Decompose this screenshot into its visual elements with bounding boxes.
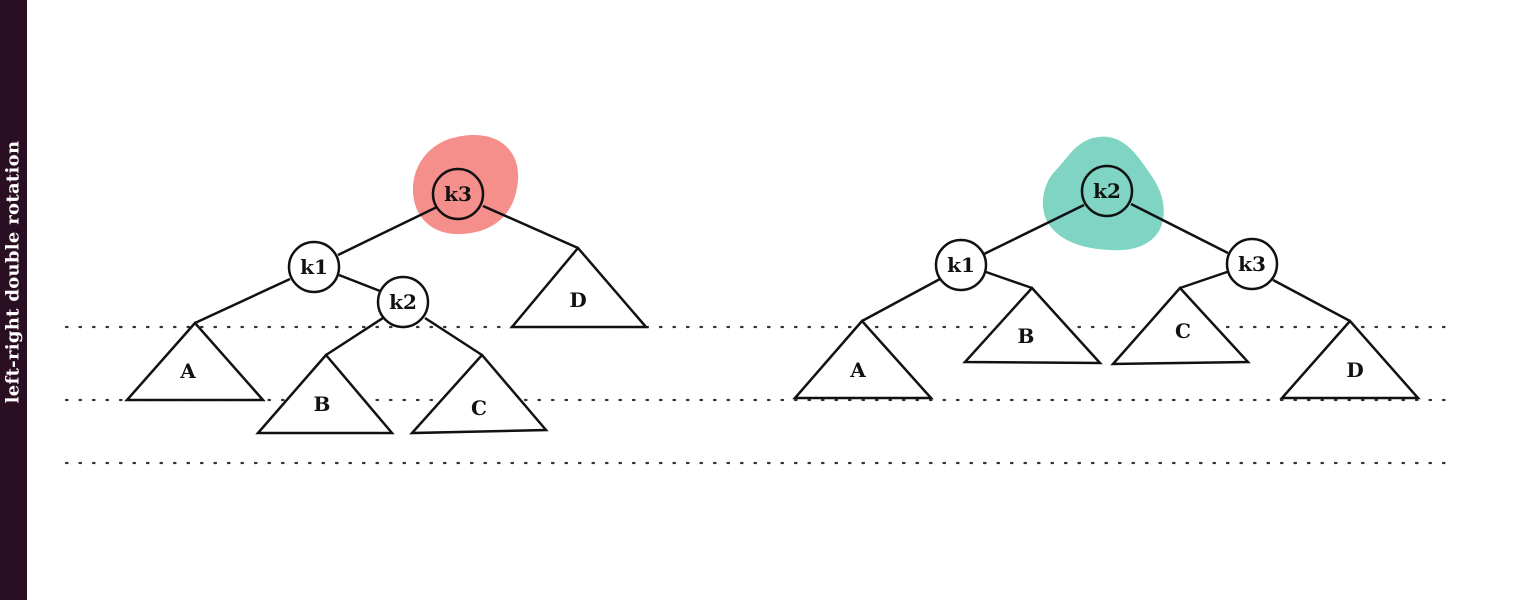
edge-k2-k1 xyxy=(983,203,1085,256)
before-node-k2 xyxy=(376,275,430,329)
before-node-circles xyxy=(287,167,485,329)
after-node-label-k3: k3 xyxy=(1238,252,1266,276)
after-subtrees xyxy=(792,286,1421,400)
level-guides xyxy=(64,325,1452,465)
before-subtree-B xyxy=(255,353,395,435)
before-subtree-label-C: C xyxy=(471,396,487,420)
edge-k2-B xyxy=(325,316,384,357)
before-edges xyxy=(194,204,579,357)
after-subtree-B xyxy=(962,286,1103,365)
after-node-k2 xyxy=(1080,164,1134,218)
edge-k1-A xyxy=(194,277,291,325)
before-subtree-label-A: A xyxy=(179,359,196,383)
edge-k1-B xyxy=(985,270,1033,290)
before-tree: D A B C k3 k1 k2 xyxy=(124,135,649,435)
edge-k3-D xyxy=(482,204,579,250)
after-edges xyxy=(861,202,1351,323)
edge-k1-k2 xyxy=(338,273,381,293)
after-node-circles xyxy=(934,164,1279,292)
before-subtree-D xyxy=(509,246,649,329)
before-node-k3 xyxy=(431,167,485,221)
after-subtree-label-A: A xyxy=(849,358,866,382)
edge-k1-A xyxy=(861,277,941,323)
after-tree: A B C D k2 k1 k3 xyxy=(792,136,1421,400)
edge-k3-k1 xyxy=(337,205,438,257)
after-subtree-label-D: D xyxy=(1346,358,1363,382)
edge-k2-C xyxy=(424,316,483,357)
before-node-k1 xyxy=(287,240,341,294)
before-node-label-k3: k3 xyxy=(444,182,472,206)
after-node-label-k2: k2 xyxy=(1093,179,1121,203)
sidebar: left-right double rotation xyxy=(0,0,27,600)
edge-k3-D xyxy=(1272,278,1351,323)
edge-k3-C xyxy=(1179,269,1231,290)
after-node-k3 xyxy=(1225,237,1279,291)
after-subtree-A xyxy=(792,319,934,400)
after-subtree-label-B: B xyxy=(1018,324,1035,348)
after-subtree-D xyxy=(1279,319,1421,400)
after-subtree-label-C: C xyxy=(1175,319,1191,343)
after-highlight-blob xyxy=(1042,136,1164,251)
before-subtree-label-B: B xyxy=(314,392,331,416)
before-subtrees xyxy=(124,246,649,435)
after-node-k1 xyxy=(934,238,988,292)
edge-k2-k3 xyxy=(1130,202,1229,255)
after-subtree-C xyxy=(1110,286,1251,366)
before-subtree-A xyxy=(124,321,266,402)
before-subtree-C xyxy=(409,353,549,435)
before-subtree-label-D: D xyxy=(569,288,586,312)
before-node-label-k2: k2 xyxy=(389,290,417,314)
after-node-label-k1: k1 xyxy=(947,253,975,277)
before-node-label-k1: k1 xyxy=(300,255,328,279)
